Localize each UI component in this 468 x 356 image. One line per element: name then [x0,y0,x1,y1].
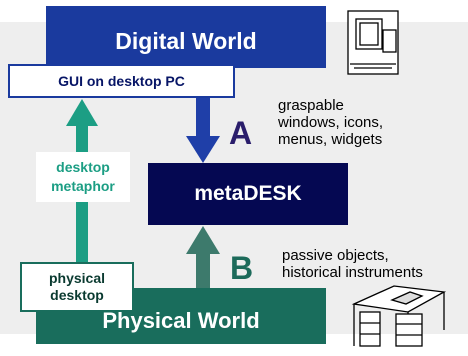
description-a-line: graspable [278,97,344,114]
arrow-b [186,226,220,288]
desktop-metaphor-line: desktop [56,159,110,175]
physical-desktop-line: desktop [50,287,104,303]
metadesk-box: metaDESK [148,163,348,225]
metadesk-label: metaDESK [194,182,302,205]
desktop-metaphor-line: metaphor [51,178,115,194]
description-b: passive objects, historical instruments [282,247,423,281]
gui-desktop-pc-label: GUI on desktop PC [58,73,185,89]
description-b-line: passive objects, [282,247,389,264]
label-b: B [230,250,254,286]
desk-icon [351,285,447,347]
description-a-line: menus, widgets [278,131,383,148]
physical-world-label: Physical World [102,308,260,333]
gui-desktop-pc-box: GUI on desktop PC [8,64,235,98]
description-b-line: historical instruments [282,264,423,281]
label-a: A [229,115,253,151]
description-a: graspable windows, icons, menus, widgets [278,97,383,148]
physical-desktop-box: physical desktop [20,262,134,312]
digital-world-box: Digital World [46,6,326,68]
description-a-line: windows, icons, [278,114,384,131]
digital-world-label: Digital World [115,27,257,54]
physical-desktop-line: physical [48,270,106,286]
computer-icon [347,10,399,75]
desktop-metaphor-label: desktop metaphor [36,152,130,202]
